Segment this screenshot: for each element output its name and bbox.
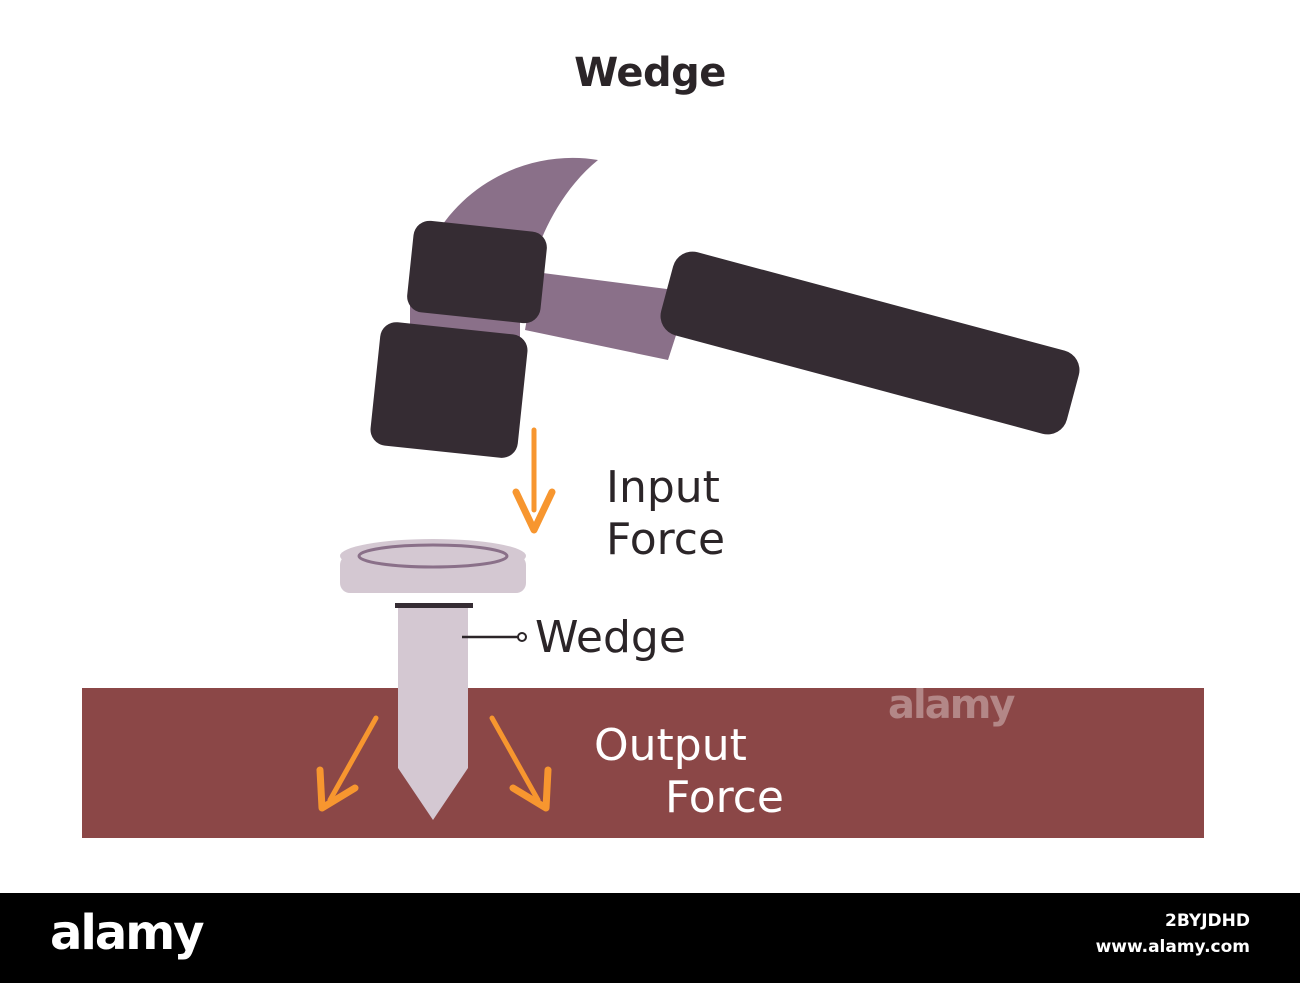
ground-block <box>82 688 1204 838</box>
footer-image-id: 2BYJDHD <box>1165 911 1250 931</box>
input-force-label: Input Force <box>606 462 725 566</box>
hammer-shaft <box>525 272 690 360</box>
hammer-grip <box>660 251 1080 435</box>
nail-shaft <box>398 608 468 820</box>
output-force-label-line2: Force <box>664 772 784 823</box>
output-force-arrow-left <box>316 715 379 812</box>
output-force-label: Output Force <box>594 720 784 824</box>
input-force-arrow <box>512 427 556 534</box>
footer-brand: alamy <box>50 905 205 961</box>
output-force-label-line1: Output <box>594 720 747 771</box>
diagram-title: Wedge <box>574 50 726 96</box>
nail-head <box>340 539 526 608</box>
watermark-footer: alamy 2BYJDHD www.alamy.com <box>0 893 1300 983</box>
footer-site: www.alamy.com <box>1095 937 1250 957</box>
output-force-arrow-right <box>489 715 552 812</box>
input-force-label-line1: Input <box>606 462 720 513</box>
hammer-head-upper <box>407 220 547 324</box>
input-force-label-line2: Force <box>606 514 726 565</box>
wedge-label: Wedge <box>535 612 686 663</box>
hammer-head-lower <box>370 322 528 458</box>
watermark-brand-overlay: alamy <box>888 682 1015 728</box>
wedge-leader-line <box>462 632 527 642</box>
